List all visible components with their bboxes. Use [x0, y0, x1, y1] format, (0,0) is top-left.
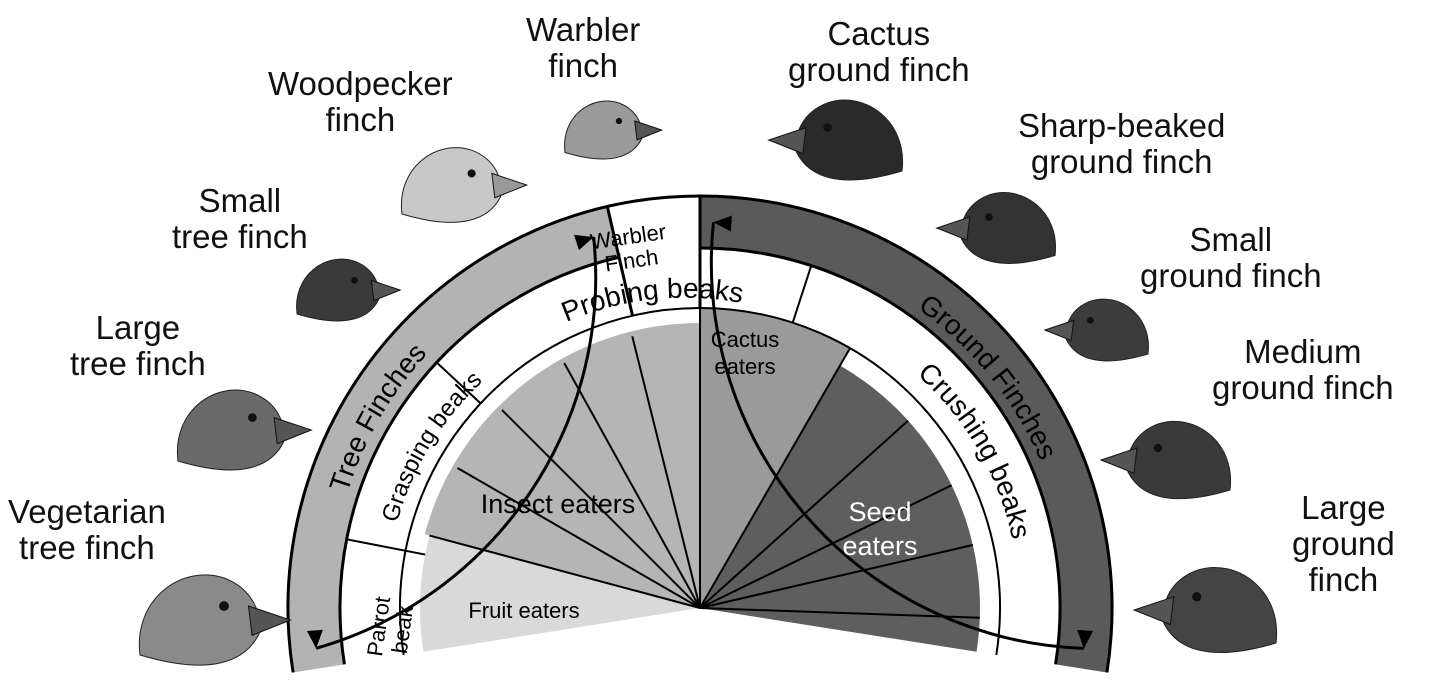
large-tree-finch-label: Large tree finch [70, 310, 206, 382]
vegetarian-tree-finch-label: Vegetarian tree finch [8, 494, 166, 566]
large-ground-finch-head-icon [1134, 567, 1277, 652]
sharp-beaked-ground-finch-label: Sharp-beaked ground finch [1018, 108, 1225, 180]
warbler-finch-head-icon [565, 101, 662, 159]
sharp-beaked-ground-finch-head-icon [937, 193, 1056, 264]
medium-ground-finch-label: Medium ground finch [1212, 334, 1394, 406]
small-ground-finch-label: Small ground finch [1140, 222, 1322, 294]
insect-eaters-label: Insect eaters [481, 489, 636, 519]
large-tree-finch-head-icon [177, 390, 311, 470]
seed-eaters-line-2: eaters [842, 531, 917, 561]
seed-eaters-line-1: Seed [848, 497, 911, 527]
parrot-line-2: beak [387, 603, 419, 655]
woodpecker-finch-head-icon [401, 148, 526, 223]
parrot-beak-label: Parrot beak [362, 595, 419, 661]
warbler-finch-label: Warbler finch [526, 12, 640, 84]
cactus-eaters-line-2: eaters [714, 354, 775, 379]
vegetarian-tree-finch-head-icon [139, 575, 290, 665]
large-ground-finch-label: Large ground finch [1292, 490, 1395, 598]
medium-ground-finch-head-icon [1101, 421, 1231, 498]
cactus-eaters-line-1: Cactus [711, 327, 779, 352]
small-ground-finch-head-icon [1045, 299, 1149, 361]
woodpecker-finch-label: Woodpecker finch [268, 66, 453, 138]
cactus-ground-finch-label: Cactus ground finch [788, 16, 970, 88]
small-tree-finch-label: Small tree finch [172, 183, 308, 255]
cactus-ground-finch-head-icon [769, 100, 903, 180]
small-tree-finch-head-icon [297, 259, 401, 321]
fruit-eaters-label: Fruit eaters [468, 598, 579, 623]
